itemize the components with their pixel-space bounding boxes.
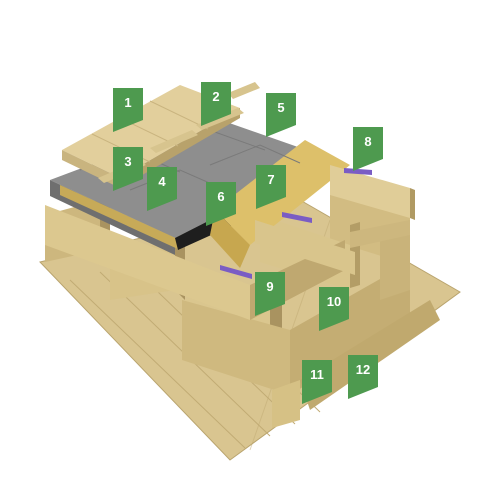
- marker-shape: [266, 93, 296, 137]
- marker-10: 10: [319, 287, 349, 331]
- marker-label: 11: [310, 367, 324, 382]
- marker-label: 10: [327, 294, 341, 309]
- marker-label: 6: [217, 189, 224, 204]
- right-frame-rails: [255, 165, 415, 275]
- marker-shape: [256, 165, 286, 209]
- marker-12: 12: [348, 355, 378, 399]
- marker-11: 11: [302, 360, 332, 404]
- marker-label: 1: [124, 95, 131, 110]
- marker-shape: [113, 88, 143, 132]
- marker-3: 3: [113, 147, 143, 191]
- marker-shape: [353, 127, 383, 171]
- marker-label: 2: [212, 89, 219, 104]
- marker-6: 6: [206, 182, 236, 226]
- marker-4: 4: [147, 167, 177, 211]
- marker-shape: [319, 287, 349, 331]
- marker-label: 7: [267, 172, 274, 187]
- marker-1: 1: [113, 88, 143, 132]
- marker-shape: [302, 360, 332, 404]
- marker-9: 9: [255, 272, 285, 316]
- clips: [220, 168, 372, 279]
- marker-5: 5: [266, 93, 296, 137]
- marker-label: 12: [356, 362, 370, 377]
- marker-shape: [206, 182, 236, 226]
- marker-shape: [147, 167, 177, 211]
- marker-label: 5: [277, 100, 284, 115]
- marker-7: 7: [256, 165, 286, 209]
- marker-label: 8: [364, 134, 371, 149]
- marker-label: 9: [266, 279, 273, 294]
- marker-shape: [201, 82, 231, 126]
- marker-shape: [348, 355, 378, 399]
- marker-shape: [113, 147, 143, 191]
- marker-label: 4: [158, 174, 166, 189]
- marker-2: 2: [201, 82, 231, 126]
- marker-8: 8: [353, 127, 383, 171]
- marker-shape: [255, 272, 285, 316]
- marker-label: 3: [124, 154, 131, 169]
